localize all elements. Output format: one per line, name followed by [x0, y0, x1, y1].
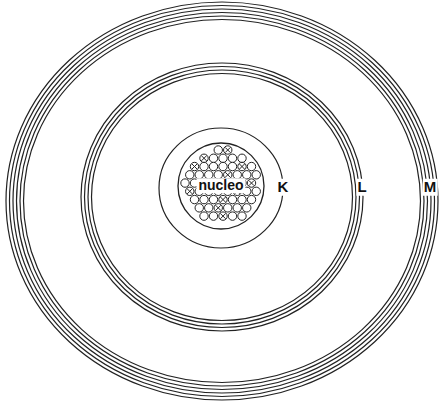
shell-label: K	[277, 179, 290, 196]
nucleon-particles	[181, 146, 261, 221]
k-shell-ring	[159, 128, 283, 248]
nucleus: nucleo	[176, 141, 266, 231]
shell-label: M	[423, 179, 438, 196]
m-shell-rings	[6, 2, 438, 400]
nucleus-label: nucleo	[196, 178, 245, 193]
l-shell-rings	[81, 63, 363, 331]
shell-label: L	[356, 179, 367, 196]
